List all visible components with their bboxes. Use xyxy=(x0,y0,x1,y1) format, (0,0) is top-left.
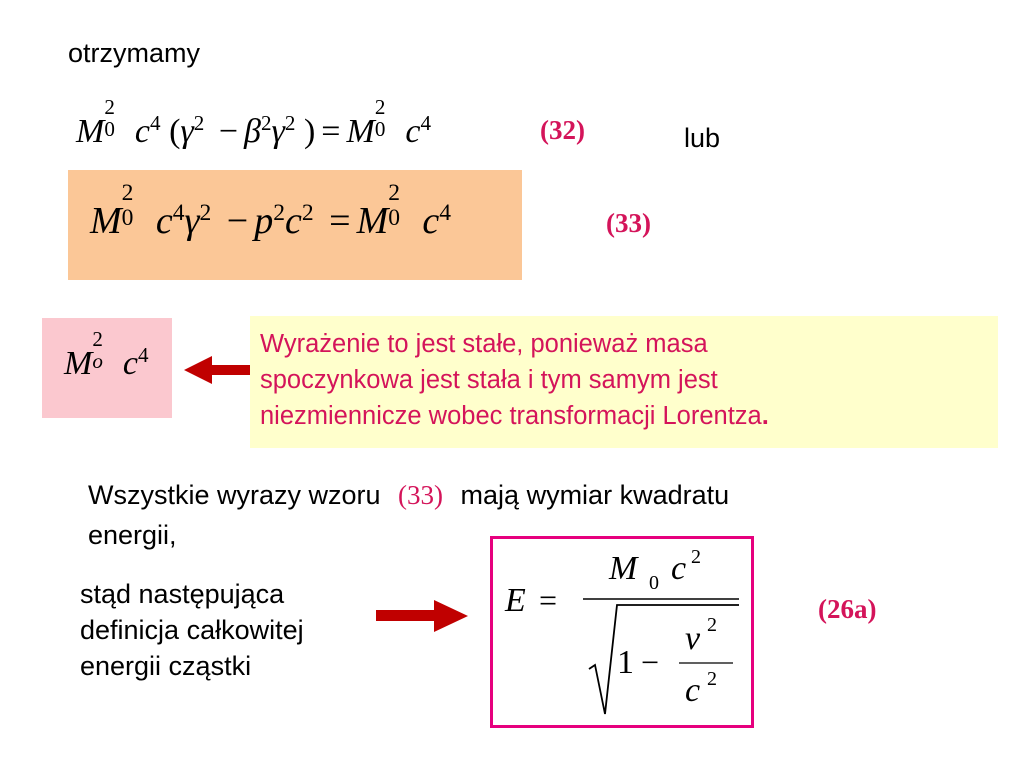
equation-33-number: (33) xyxy=(606,208,651,238)
statement-part-1: Wszystkie wyrazy wzoru xyxy=(88,480,381,510)
eq33-sup: 2 xyxy=(121,180,134,207)
rest-sup: 2 xyxy=(92,326,103,351)
eq33-gamma: γ xyxy=(184,200,200,242)
conclusion-line-3: energii cząstki xyxy=(80,651,252,681)
eq32-M2: M xyxy=(346,113,375,150)
statement-ref: (33) xyxy=(398,480,444,510)
eq32-equals: = xyxy=(321,113,341,150)
equation-26a-frame xyxy=(490,536,754,728)
rest-c: c xyxy=(122,345,139,382)
eq32-M: M xyxy=(76,113,105,150)
eq32-beta-exp: 2 xyxy=(260,111,272,136)
explanation-line-3: niezmiennicze wobec transformacji Lorent… xyxy=(260,398,998,434)
eq26a-c-den-exp: 2 xyxy=(707,668,717,690)
conclusion-line-1: stąd następująca xyxy=(80,579,285,609)
eq26a-minus: − xyxy=(641,644,659,680)
eq32-sub: 0 xyxy=(104,116,115,141)
eq33-c3: c xyxy=(422,200,440,242)
equation-32-number: (32) xyxy=(540,115,585,145)
eq33-c: c xyxy=(155,200,173,242)
eq26a-E: E xyxy=(504,582,526,619)
rest-c-exp: 4 xyxy=(138,343,149,368)
equation-26a-number: (26a) xyxy=(818,594,877,624)
statement-line-2: energii, xyxy=(88,520,177,550)
eq32-gamma: γ xyxy=(180,113,194,150)
explanation-line-2: spoczynkowa jest stała i tym samym jest xyxy=(260,366,718,394)
eq32-lparen: ( xyxy=(169,113,181,150)
eq33-c2: c xyxy=(284,200,302,242)
eq26a-equals: = xyxy=(539,582,557,618)
lub-text: lub xyxy=(684,123,721,153)
intro-text: otrzymamy xyxy=(68,38,201,68)
eq32-c-exp: 4 xyxy=(150,111,161,136)
eq26a-c-exp: 2 xyxy=(691,546,701,568)
eq32-gamma-exp: 2 xyxy=(193,111,205,136)
rest-M: M xyxy=(64,345,93,382)
eq32-minus: − xyxy=(218,113,239,150)
statement-part-2: mają wymiar kwadratu xyxy=(460,480,730,510)
equation-26a: E = M 0 c 2 1 − v 2 c 2 xyxy=(504,546,739,715)
eq33-M: M xyxy=(90,200,122,242)
equation-33-box xyxy=(68,170,522,280)
eq33-c-exp: 4 xyxy=(172,200,185,227)
eq26a-v-exp: 2 xyxy=(707,614,717,636)
rest-energy-box xyxy=(42,318,172,418)
eq33-gamma-exp: 2 xyxy=(199,200,212,227)
eq32-sub-b: 0 xyxy=(374,116,386,141)
eq32-sup: 2 xyxy=(104,94,115,119)
eq32-gamma2: γ xyxy=(271,113,285,150)
eq33-equals: = xyxy=(329,200,351,242)
eq26a-sub0: 0 xyxy=(649,572,659,594)
statement-line-1: Wszystkie wyrazy wzoru (33) mają wymiar … xyxy=(88,480,729,511)
explanation-line-1: Wyrażenie to jest stałe, ponieważ masa xyxy=(260,330,708,358)
right-arrow-icon xyxy=(376,600,468,632)
conclusion-text: stąd następująca definicja całkowitej en… xyxy=(80,576,304,684)
eq33-sub-b: 0 xyxy=(388,204,401,231)
eq33-p: p xyxy=(254,200,274,242)
explanation-box: Wyrażenie to jest stałe, ponieważ masa s… xyxy=(250,316,998,448)
rest-sub: o xyxy=(92,348,103,373)
eq33-M2: M xyxy=(356,200,389,242)
eq33-minus: − xyxy=(226,200,249,242)
eq33-sup-b: 2 xyxy=(388,180,401,207)
eq26a-v: v xyxy=(685,620,701,657)
eq32-c2: c xyxy=(405,113,421,150)
eq26a-c: c xyxy=(671,550,686,587)
conclusion-line-2: definicja całkowitej xyxy=(80,615,304,645)
eq32-c2-exp: 4 xyxy=(420,111,432,136)
eq33-c2-exp: 2 xyxy=(301,200,314,227)
eq33-c3-exp: 4 xyxy=(439,200,452,227)
eq33-sub: 0 xyxy=(121,204,134,231)
eq26a-c-den: c xyxy=(685,672,700,709)
explanation-line-3-text: niezmiennicze wobec transformacji Lorent… xyxy=(260,402,762,430)
explanation-period: . xyxy=(761,402,769,430)
eq32-beta: β xyxy=(244,113,261,150)
eq33-p-exp: 2 xyxy=(273,200,285,227)
eq32-c: c xyxy=(134,113,151,150)
eq32-sup-b: 2 xyxy=(374,94,386,119)
eq32-rparen: ) xyxy=(303,113,316,150)
left-arrow-icon xyxy=(184,356,252,384)
eq26a-one: 1 xyxy=(617,644,634,681)
eq32-gamma2-exp: 2 xyxy=(284,111,296,136)
sqrt-icon xyxy=(588,604,739,715)
eq26a-M: M xyxy=(608,550,639,587)
